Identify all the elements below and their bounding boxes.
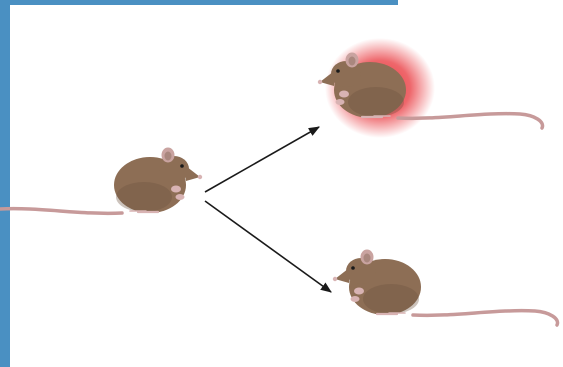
arrow-to-affected-mouse: [205, 127, 319, 192]
source-mouse-icon: [0, 148, 202, 224]
unaffected-mouse-icon: [333, 250, 558, 326]
arrow-to-unaffected-mouse: [205, 201, 331, 292]
